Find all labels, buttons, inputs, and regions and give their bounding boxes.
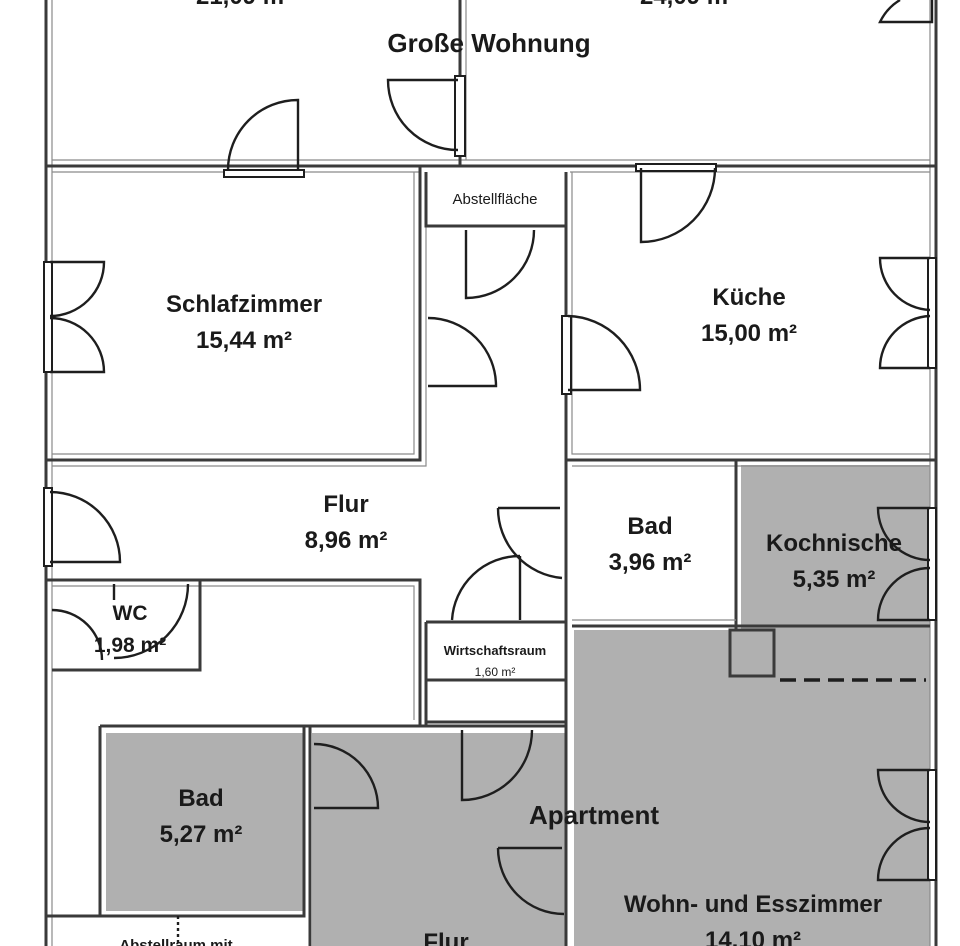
kueche-name: Küche [712, 284, 785, 311]
kochnische-name: Kochnische [766, 530, 902, 557]
bad-name: Bad [627, 513, 672, 540]
wohn-esszimmer-name: Wohn- und Esszimmer [624, 891, 882, 918]
bad-apartment-area: 5,27 m² [160, 821, 243, 848]
schlafzimmer-name: Schlafzimmer [166, 291, 322, 318]
abstellraum-label: Abstellraum mit [119, 937, 232, 946]
wirtschaftsraum-area: 1,60 m² [475, 665, 516, 679]
schlafzimmer-area: 15,44 m² [196, 327, 292, 354]
grosse-wohnung-label: Große Wohnung [387, 28, 590, 58]
abstellflaeche-label: Abstellfläche [452, 191, 537, 208]
doors [43, 0, 937, 946]
wc-area: 1,98 m² [94, 634, 166, 657]
kueche-area: 15,00 m² [701, 320, 797, 347]
kochnische-area: 5,35 m² [793, 566, 876, 593]
room-fill-flur-apartment [312, 733, 566, 946]
room-fill-wohn-esszimmer [574, 630, 930, 946]
wohn-esszimmer-area: 14,10 m² [705, 927, 801, 946]
wc-name: WC [113, 602, 148, 625]
shaft [728, 628, 776, 678]
apartment-label: Apartment [529, 800, 659, 830]
top-right-area: 24,09 m² [640, 0, 736, 10]
bad-apartment-name: Bad [178, 785, 223, 812]
apartment-shading [106, 465, 930, 946]
flur-name: Flur [323, 491, 368, 518]
labels: 21,09 m² 24,09 m² Große Wohnung Abstellf… [94, 0, 902, 946]
bad-area: 3,96 m² [609, 549, 692, 576]
wirtschaftsraum-name: Wirtschaftsraum [444, 643, 546, 658]
flur-apartment-name: Flur [423, 929, 468, 946]
room-fill-bad-apartment [106, 733, 304, 911]
top-left-area: 21,09 m² [196, 0, 292, 10]
flur-area: 8,96 m² [305, 527, 388, 554]
